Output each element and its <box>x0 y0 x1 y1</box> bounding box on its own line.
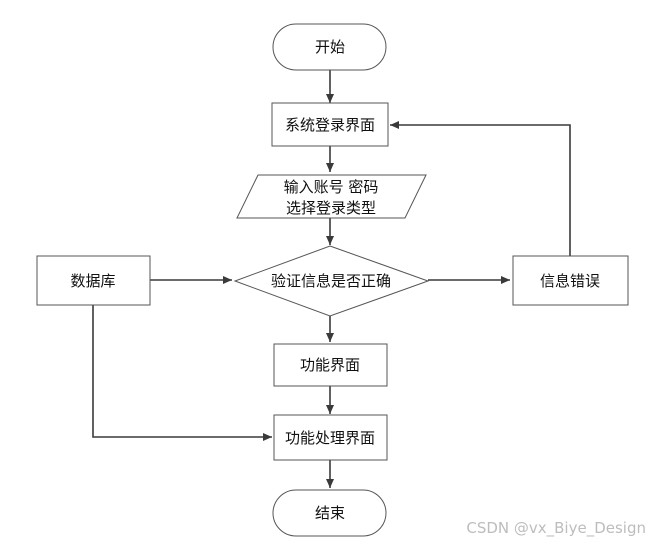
node-login: 系统登录界面 <box>271 102 389 147</box>
node-verify: 验证信息是否正确 <box>233 245 430 317</box>
node-end-label: 结束 <box>315 504 345 522</box>
node-verify-label: 验证信息是否正确 <box>271 272 391 290</box>
node-function-label: 功能界面 <box>300 356 360 374</box>
node-process: 功能处理界面 <box>273 414 388 461</box>
node-login-label: 系统登录界面 <box>285 116 375 134</box>
node-end: 结束 <box>272 489 387 537</box>
node-database-label: 数据库 <box>70 272 115 290</box>
node-start-label: 开始 <box>315 38 345 56</box>
edges <box>92 70 571 488</box>
node-error: 信息错误 <box>512 255 629 306</box>
edge-database-process <box>92 305 272 441</box>
edge-error-login <box>390 121 571 256</box>
node-database: 数据库 <box>36 255 151 306</box>
node-start: 开始 <box>272 23 387 71</box>
node-input: 输入账号 密码 选择登录类型 <box>236 174 427 219</box>
node-error-label: 信息错误 <box>540 272 600 290</box>
watermark: CSDN @vx_Biye_Design <box>466 519 646 537</box>
node-input-label-2: 选择登录类型 <box>286 199 376 217</box>
node-process-label: 功能处理界面 <box>285 429 375 447</box>
node-function: 功能界面 <box>273 343 388 387</box>
node-input-label-1: 输入账号 密码 <box>284 178 379 196</box>
